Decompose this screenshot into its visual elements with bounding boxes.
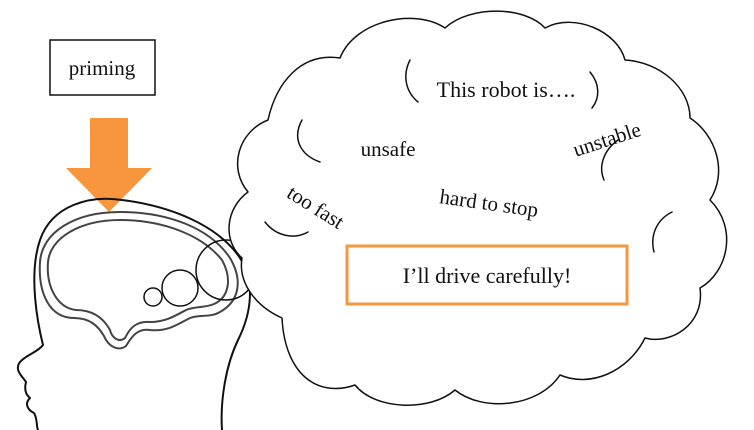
cloud-lobe-line [589, 71, 599, 109]
brain-outline-outer [38, 211, 239, 350]
thought-unsafe: unsafe [361, 137, 416, 161]
cloud-lobe-line [652, 211, 673, 253]
head-outline [16, 197, 251, 430]
priming-label: priming [69, 56, 136, 80]
cloud-lobe-line [600, 139, 619, 181]
conclusion-text: I’ll drive carefully! [403, 263, 572, 288]
thought-title: This robot is…. [437, 77, 576, 102]
conclusion-box: I’ll drive carefully! [345, 244, 629, 306]
priming-box-frame [49, 39, 156, 96]
conclusion-box-frame [345, 244, 629, 306]
priming-box: priming [49, 39, 156, 96]
brain-outline-inner [46, 219, 229, 341]
cloud-lobe-line [297, 119, 321, 163]
priming-arrow [66, 118, 152, 212]
thought-bubble-small [143, 287, 163, 307]
brain [38, 211, 239, 350]
thought-bubble-medium [161, 269, 199, 307]
cloud-lobe-line [405, 59, 419, 103]
cloud-lobe-line [264, 221, 309, 237]
cloud-inner-lobes [264, 59, 673, 253]
thought-cloud [228, 10, 728, 406]
